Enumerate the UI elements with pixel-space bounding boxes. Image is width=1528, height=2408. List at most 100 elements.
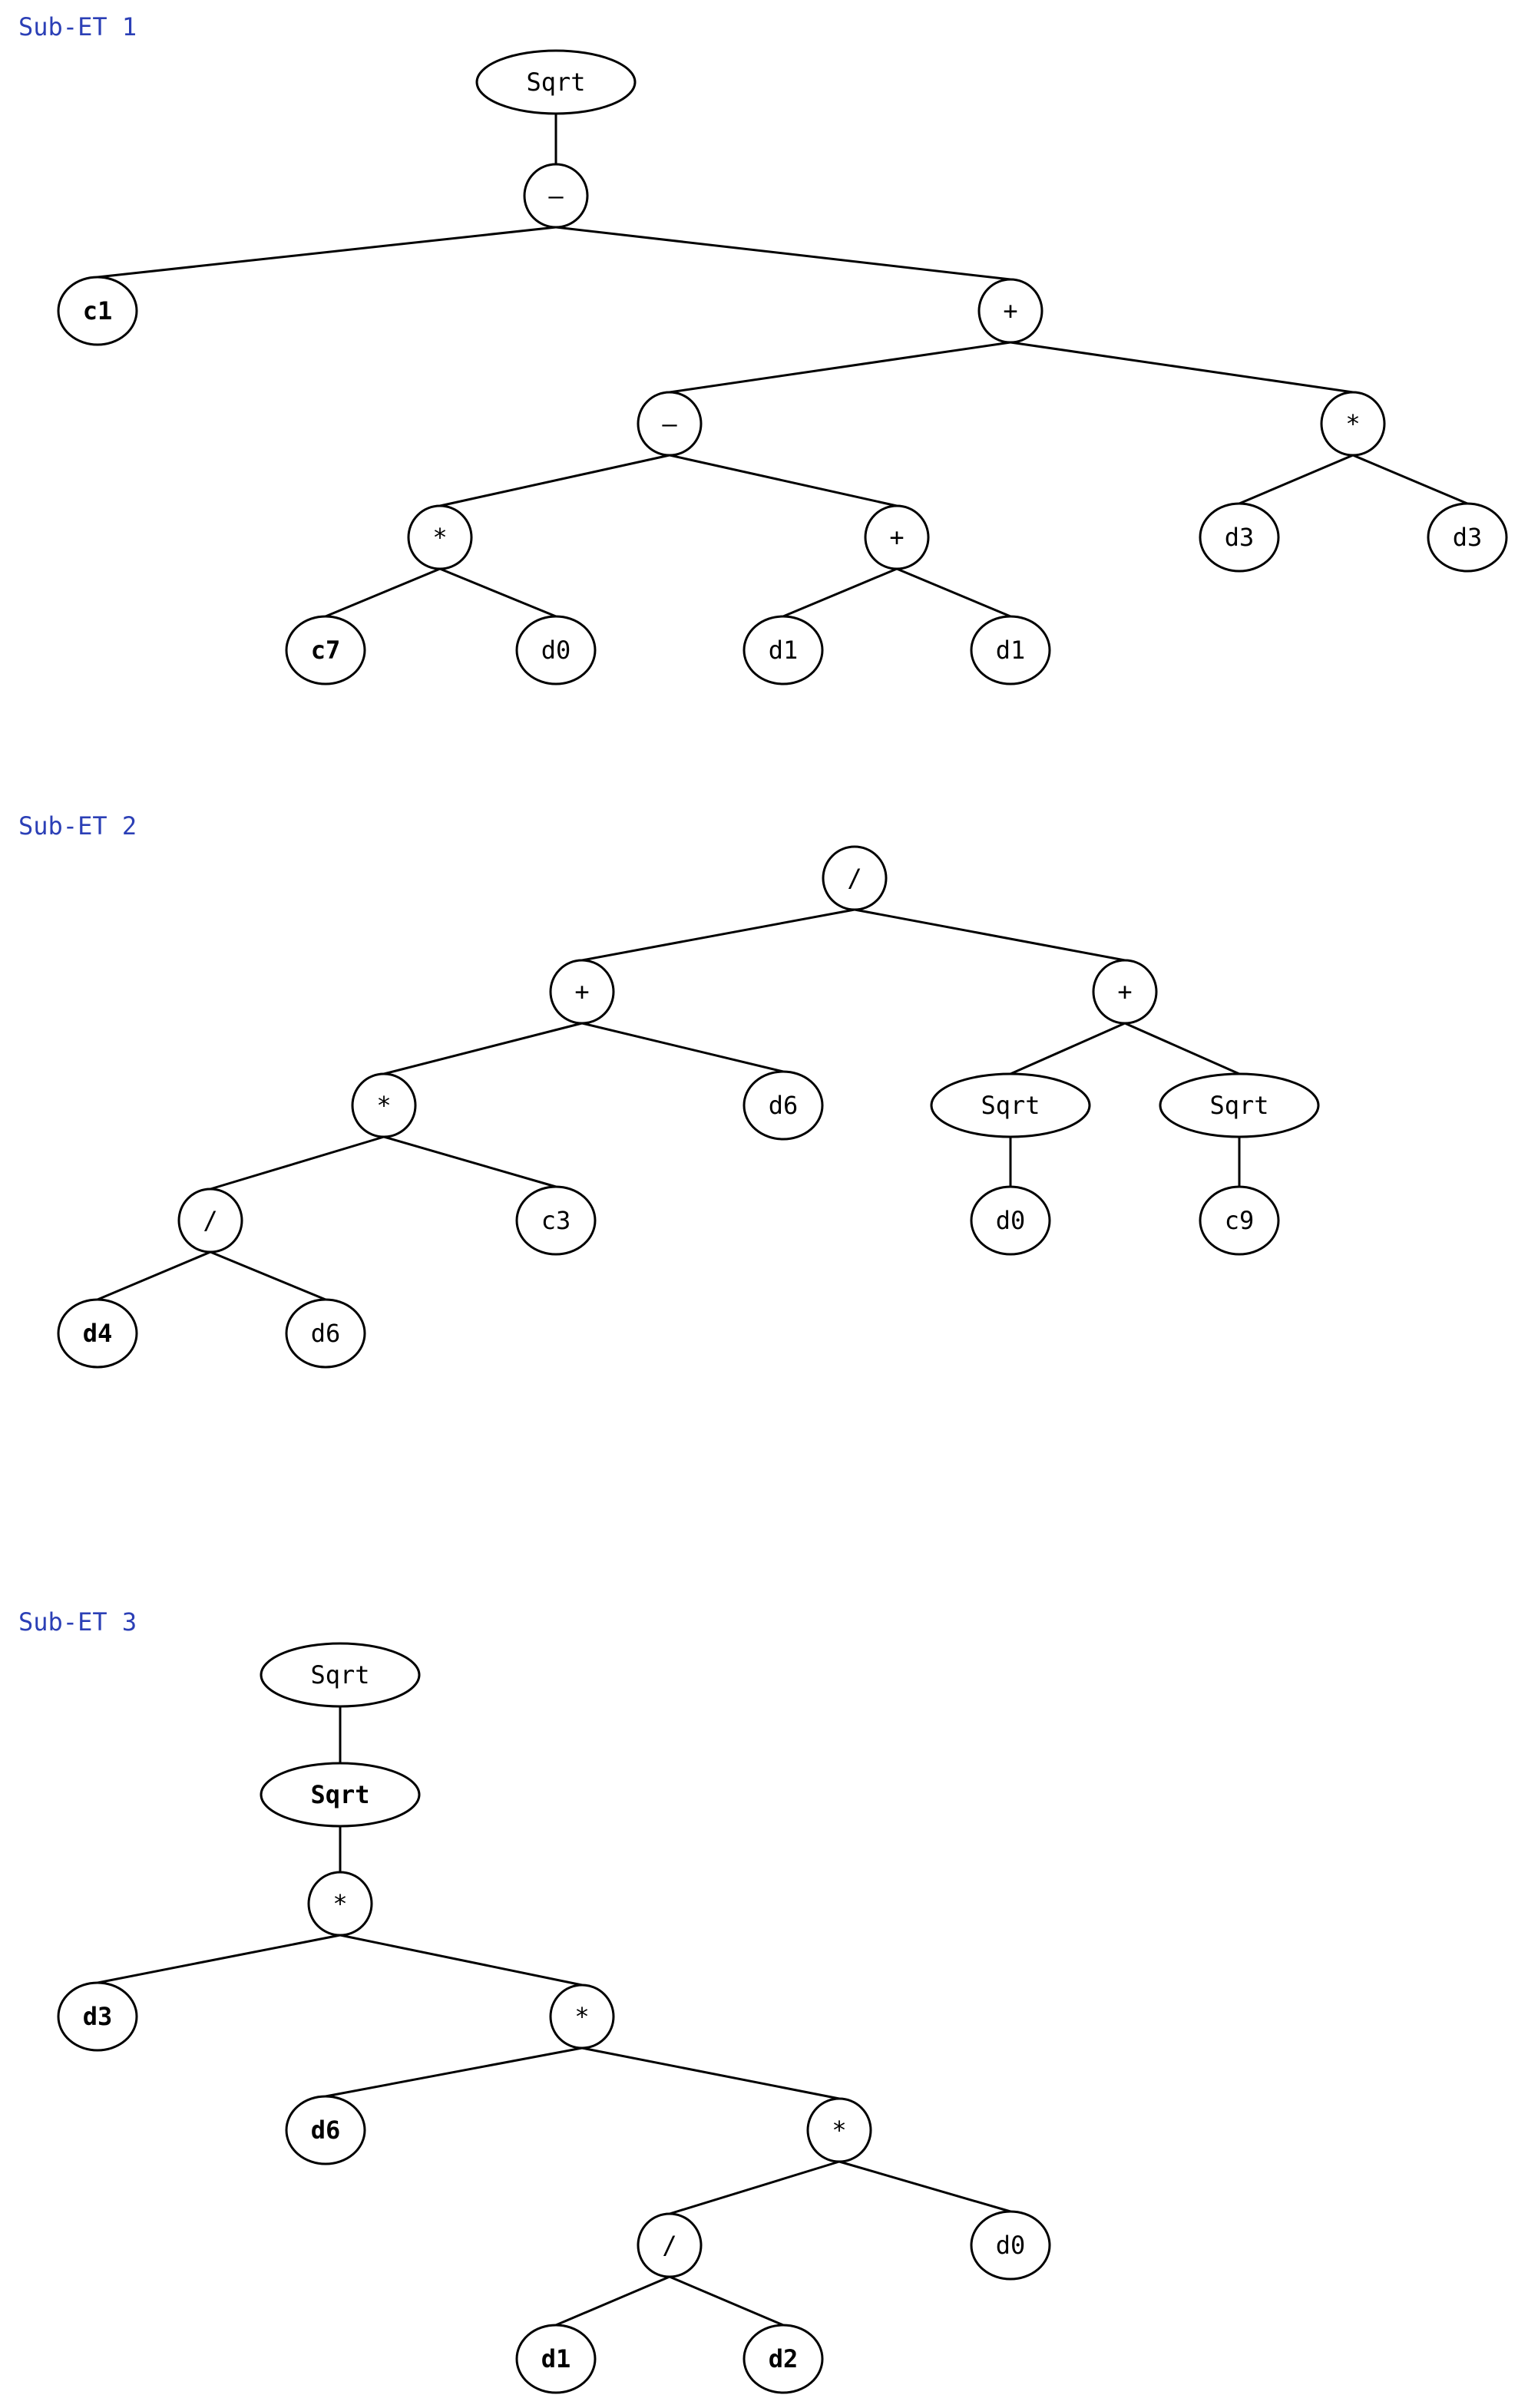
node-label: Sqrt <box>526 68 585 97</box>
node-shape <box>743 2324 824 2394</box>
node-label: d3 <box>83 2002 113 2031</box>
edge-plus1-to-minus2 <box>669 341 1011 394</box>
node-label: c3 <box>541 1206 571 1235</box>
node-shape <box>260 1762 421 1828</box>
node-label: d1 <box>541 2344 571 2373</box>
node-label: + <box>1003 296 1017 325</box>
node-label: d4 <box>83 1319 113 1348</box>
node-shape <box>515 1185 597 1256</box>
node-label: c9 <box>1225 1206 1255 1235</box>
node-shape <box>822 845 888 911</box>
node-shape <box>407 504 473 570</box>
node-d1b: d1 <box>970 615 1051 685</box>
node-d6a: d6 <box>743 1070 824 1141</box>
edge-minus2-to-mul2 <box>439 454 670 507</box>
node-shape <box>285 2095 366 2165</box>
node-label: Sqrt <box>310 1780 369 1809</box>
node-shape <box>970 1185 1051 1256</box>
node-label: c7 <box>311 636 341 665</box>
node-label: – <box>662 409 677 438</box>
node-mul: * <box>351 1072 417 1138</box>
node-shape <box>1092 959 1158 1025</box>
node-label: * <box>574 2002 589 2031</box>
node-div: / <box>637 2212 703 2278</box>
node-c7: c7 <box>285 615 366 685</box>
node-label: / <box>203 1206 217 1235</box>
node-minus1: – <box>523 163 589 229</box>
edge-div-to-d2 <box>669 2275 784 2327</box>
node-label: d0 <box>996 2231 1026 2260</box>
node-d3: d3 <box>57 1981 138 2052</box>
node-label: d0 <box>996 1206 1026 1235</box>
node-d3b: d3 <box>1427 502 1508 573</box>
node-shape <box>637 391 703 457</box>
node-sqrt: Sqrt <box>475 49 637 115</box>
node-mul1: * <box>307 1871 373 1937</box>
node-label: d6 <box>769 1091 799 1120</box>
node-shape <box>515 2324 597 2394</box>
node-shape <box>1320 391 1386 457</box>
node-shape <box>549 959 615 1025</box>
node-label: Sqrt <box>310 1660 369 1690</box>
node-shape <box>57 1981 138 2052</box>
node-mul1: * <box>1320 391 1386 457</box>
edge-mul2-to-c7 <box>325 567 441 618</box>
node-mul2: * <box>407 504 473 570</box>
edge-mul3-to-d0 <box>838 2160 1011 2213</box>
edge-mul1-to-d3b <box>1352 454 1468 505</box>
node-plusR: + <box>1092 959 1158 1025</box>
node-shape <box>260 1642 421 1708</box>
node-minus2: – <box>637 391 703 457</box>
node-plus2: + <box>864 504 930 570</box>
edge-mul1-to-d3 <box>97 1934 341 1984</box>
edge-div2-to-d6b <box>210 1250 326 1301</box>
edge-plusL-to-mul <box>383 1022 583 1075</box>
edge-plus2-to-d1a <box>782 567 898 618</box>
edge-div-to-d1 <box>555 2275 670 2327</box>
node-label: * <box>832 2116 846 2145</box>
node-shape <box>177 1187 243 1254</box>
node-plus1: + <box>977 278 1043 344</box>
node-c3: c3 <box>515 1185 597 1256</box>
edge-plus2-to-d1b <box>896 567 1011 618</box>
node-d1: d1 <box>515 2324 597 2394</box>
edge-plusR-to-sqrtB <box>1124 1022 1240 1075</box>
node-shape <box>57 276 138 346</box>
node-shape <box>806 2097 872 2163</box>
node-shape <box>1427 502 1508 573</box>
edge-mul1-to-mul2 <box>339 1934 583 1987</box>
node-label: d1 <box>769 636 799 665</box>
edge-mul2-to-mul3 <box>581 2046 840 2100</box>
node-label: * <box>376 1091 391 1120</box>
node-label: d0 <box>541 636 571 665</box>
node-d0: d0 <box>970 2210 1051 2281</box>
node-d6b: d6 <box>285 1298 366 1369</box>
node-plusL: + <box>549 959 615 1025</box>
edge-mul1-to-d3a <box>1239 454 1354 505</box>
edge-mul3-to-div <box>669 2160 840 2215</box>
edge-plus1-to-mul1 <box>1010 341 1354 394</box>
node-shape <box>930 1072 1091 1138</box>
edge-minus1-to-c1 <box>97 226 557 279</box>
node-label: d1 <box>996 636 1026 665</box>
sub-et-1-label: Sub-ET 1 <box>18 12 137 41</box>
edge-plusL-to-d6a <box>581 1022 784 1073</box>
node-label: d6 <box>311 1319 341 1348</box>
node-mul3: * <box>806 2097 872 2163</box>
node-shape <box>1159 1072 1320 1138</box>
node-label: – <box>548 181 564 210</box>
node-shape <box>57 1298 138 1369</box>
node-label: d2 <box>769 2344 799 2373</box>
node-label: + <box>1117 977 1132 1006</box>
edge-div2-to-d4 <box>97 1250 211 1301</box>
node-label: * <box>332 1889 347 1918</box>
node-label: * <box>432 523 447 552</box>
node-d6: d6 <box>285 2095 366 2165</box>
sub-et-3-edges <box>97 1706 1011 2327</box>
